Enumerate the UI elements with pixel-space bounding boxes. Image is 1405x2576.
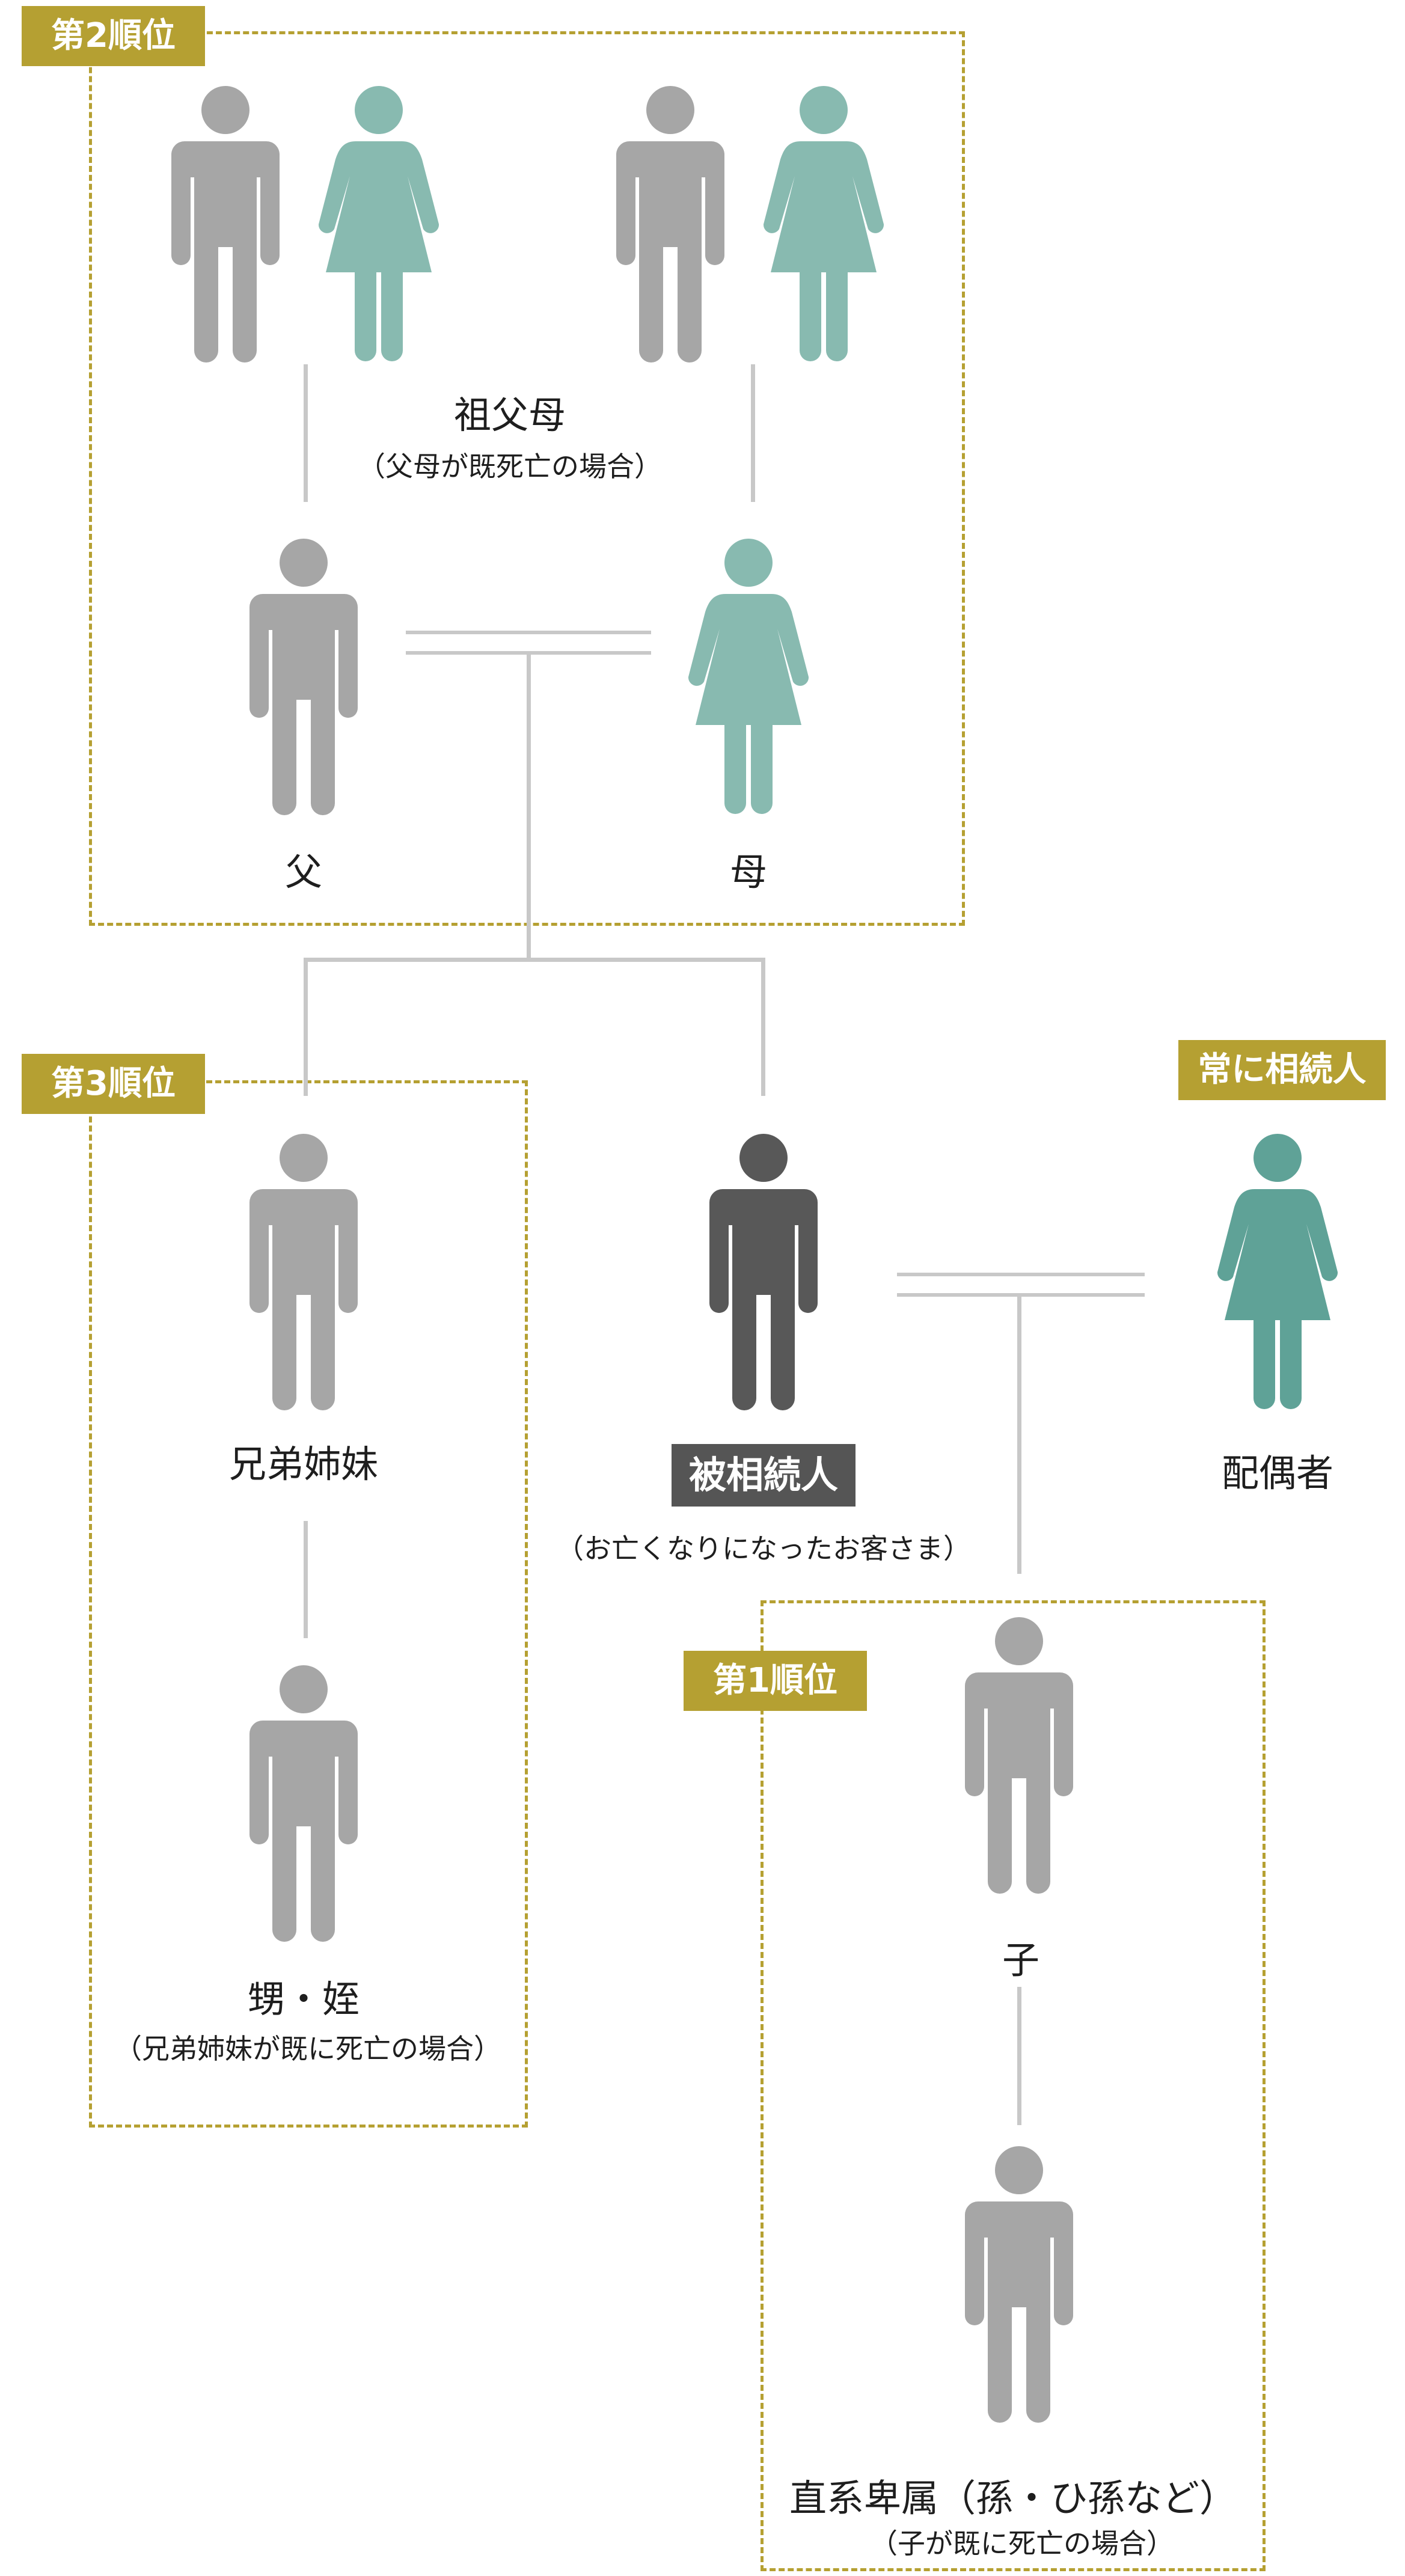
nephew-niece-note: （兄弟姉妹が既に死亡の場合） — [114, 2033, 501, 2065]
child-icon — [965, 1617, 1073, 1894]
nephew-niece-label: 甥・姪 — [247, 1977, 360, 2021]
mother-label: 母 — [729, 850, 768, 894]
father-icon — [249, 539, 358, 815]
father-label: 父 — [284, 850, 323, 894]
rank3-group-box — [89, 1080, 528, 2128]
connector-children-horizontal — [304, 958, 765, 962]
siblings-label: 兄弟姉妹 — [228, 1442, 379, 1486]
child-label: 子 — [1002, 1938, 1040, 1982]
deceased-icon — [709, 1134, 818, 1410]
grandfather-2-icon — [616, 86, 724, 363]
connector-spouse-child — [1017, 1295, 1021, 1574]
deceased-label-box: 被相続人 — [672, 1444, 856, 1507]
connector-to-siblings — [304, 958, 308, 1096]
rank1-tag: 第1順位 — [684, 1651, 867, 1711]
descendant-icon — [965, 2146, 1073, 2423]
mother-icon — [688, 539, 809, 814]
spouse-icon — [1217, 1134, 1338, 1409]
connector-siblings-nephews — [304, 1521, 308, 1638]
grandmother-2-icon — [763, 86, 884, 361]
rank3-tag: 第3順位 — [22, 1054, 205, 1114]
rank1-group-box — [761, 1600, 1266, 2571]
descendants-label: 直系卑属（孫・ひ孫など） — [789, 2476, 1237, 2520]
grandfather-1-icon — [171, 86, 280, 363]
grandparents-label: 祖父母 — [453, 393, 566, 437]
always-heir-tag: 常に相続人 — [1178, 1040, 1386, 1100]
nephew-niece-icon — [249, 1665, 358, 1942]
connector-grandpa1-father — [304, 364, 308, 502]
connector-parents-down — [527, 653, 531, 959]
sibling-icon — [249, 1134, 358, 1410]
spouse-label: 配偶者 — [1221, 1451, 1334, 1495]
marriage-line-parents-top — [406, 631, 651, 634]
grandparents-note: （父母が既死亡の場合） — [358, 450, 662, 483]
deceased-note: （お亡くなりになったお客さま） — [556, 1532, 971, 1565]
deceased-label: 被相続人 — [688, 1453, 838, 1497]
grandmother-1-icon — [318, 86, 439, 361]
connector-grandpa2-mother — [751, 364, 755, 502]
descendants-note: （子が既に死亡の場合） — [870, 2527, 1174, 2560]
connector-child-descendants — [1017, 1987, 1021, 2125]
rank2-tag: 第2順位 — [22, 6, 205, 66]
connector-to-deceased — [761, 958, 765, 1096]
marriage-line-spouse-top — [897, 1273, 1145, 1276]
